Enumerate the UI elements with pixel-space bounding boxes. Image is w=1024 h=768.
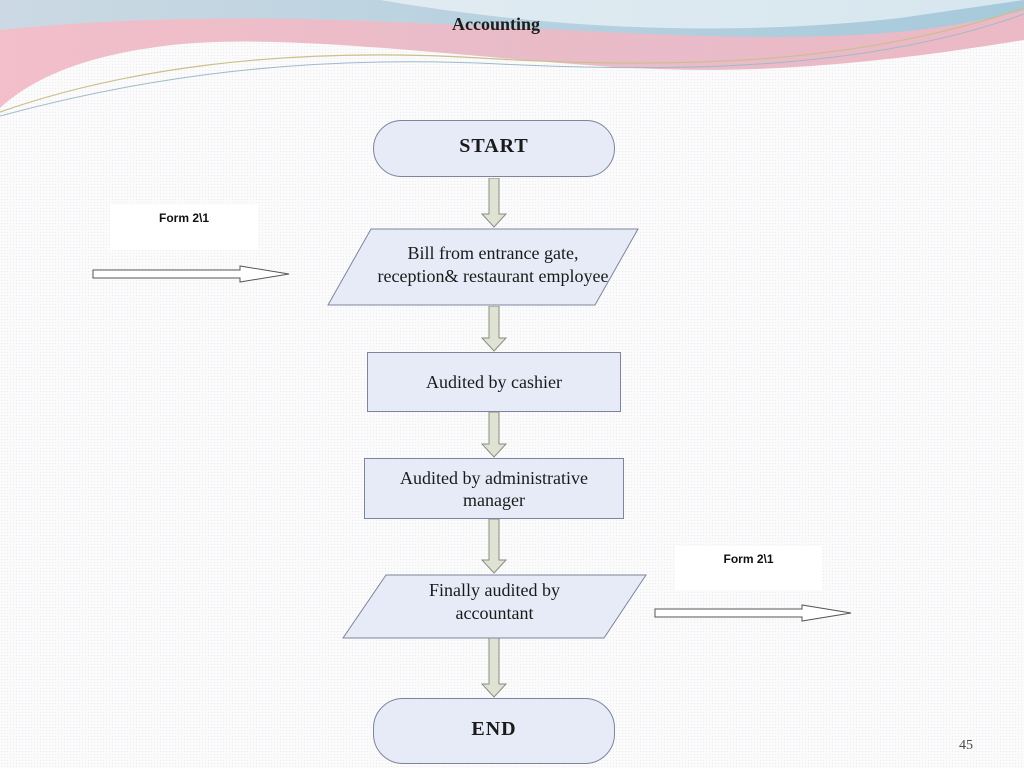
slide-title: Accounting [451, 14, 540, 34]
start-label: START [459, 135, 529, 157]
flow-arrow-4 [480, 519, 508, 574]
form-label-output: Form 2\1 [675, 546, 822, 590]
cashier-audit-box: Audited by cashier [367, 352, 621, 412]
flow-arrow-1 [480, 178, 508, 228]
accountant-audit-label: Finally audited by accountant [429, 579, 560, 623]
header-wave-decoration [0, 0, 1024, 117]
end-terminal: END [373, 698, 615, 764]
admin-manager-audit-label: Audited by administrative manager [400, 467, 588, 510]
cashier-audit-label: Audited by cashier [426, 372, 562, 392]
bill-input-label: Bill from entrance gate, reception& rest… [377, 243, 609, 286]
accountant-audit-parallelogram: Finally audited by accountant [342, 574, 647, 639]
start-terminal: START [373, 120, 615, 177]
page-number: 45 [959, 738, 973, 753]
end-label: END [471, 717, 517, 740]
output-arrow [654, 604, 852, 622]
bill-input-parallelogram: Bill from entrance gate, reception& rest… [327, 228, 639, 306]
admin-manager-audit-box: Audited by administrative manager [364, 458, 624, 519]
form-label-input: Form 2\1 [110, 205, 258, 250]
input-arrow [92, 265, 290, 283]
flow-arrow-2 [480, 306, 508, 352]
flow-arrow-3 [480, 412, 508, 458]
flow-arrow-5 [480, 638, 508, 698]
